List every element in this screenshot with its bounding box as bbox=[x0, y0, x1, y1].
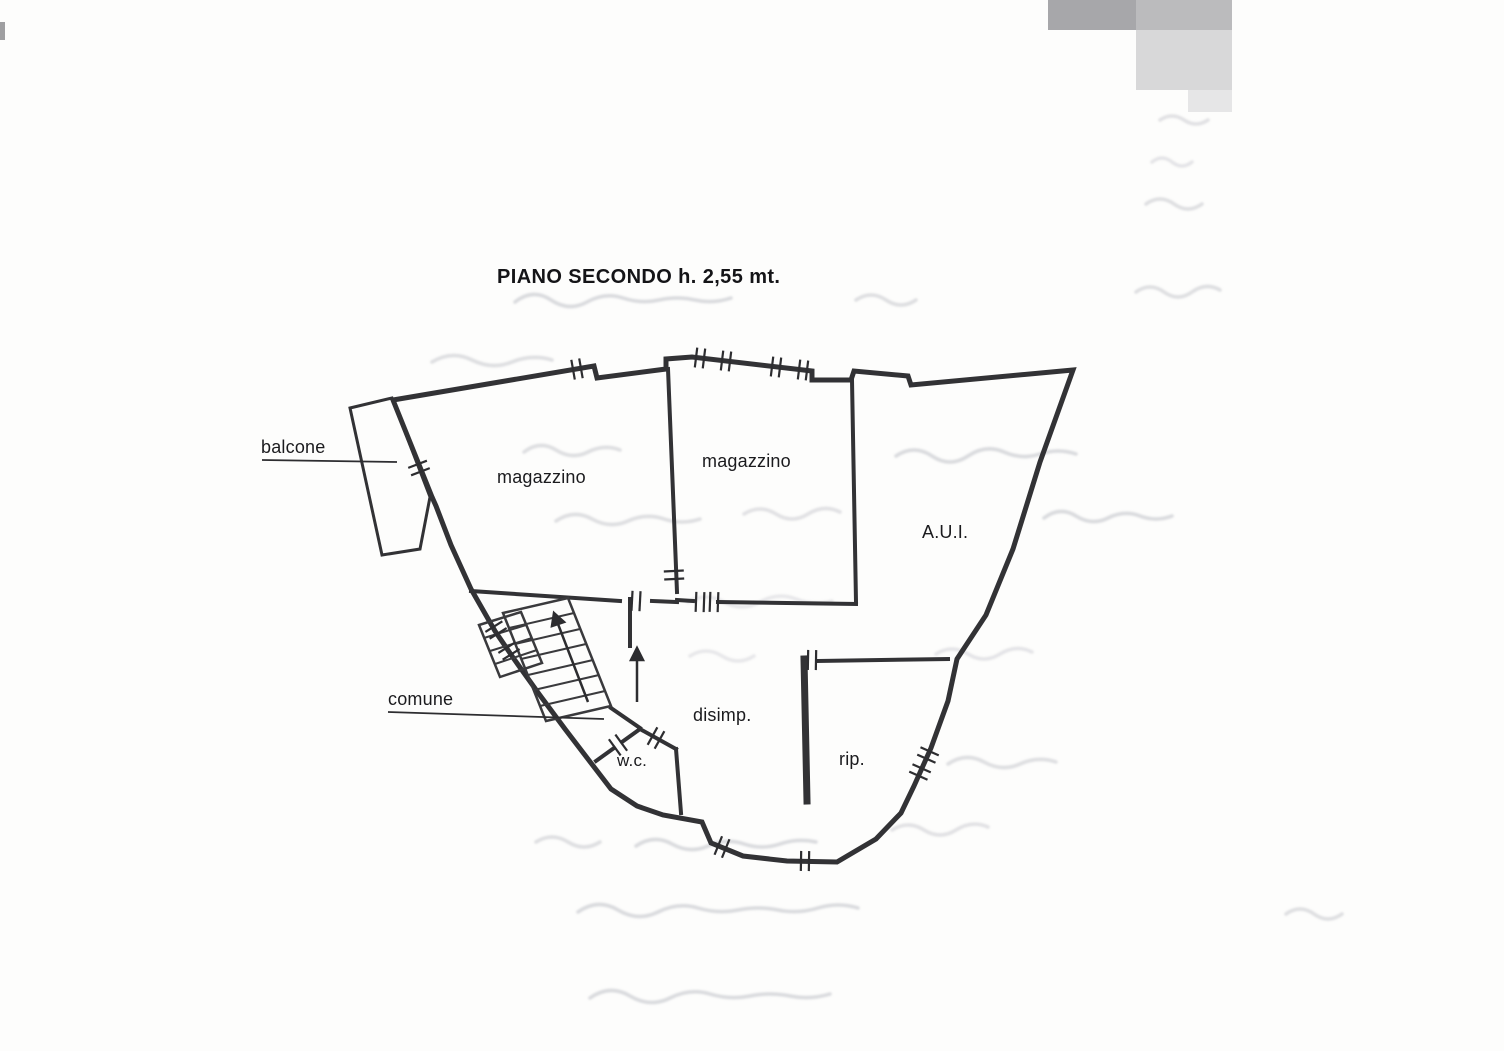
exterior-walls bbox=[348, 354, 1077, 865]
room-label-aui: A.U.I. bbox=[922, 522, 969, 542]
room-label-balcone: balcone bbox=[261, 437, 326, 457]
room-label-magazzino-left: magazzino bbox=[497, 467, 586, 487]
room-label-comune: comune bbox=[388, 689, 454, 709]
plan-title: PIANO SECONDO h. 2,55 mt. bbox=[497, 266, 781, 288]
stair-direction-arrows bbox=[550, 610, 646, 703]
opening-ticks bbox=[407, 346, 940, 873]
room-label-wc: w.c. bbox=[617, 751, 648, 770]
bleed-through-layer bbox=[430, 114, 1344, 1005]
leader-lines bbox=[261, 459, 605, 720]
staircase bbox=[477, 596, 613, 723]
room-label-magazzino-center: magazzino bbox=[702, 451, 791, 471]
scan-artifacts bbox=[0, 0, 1232, 112]
balcony-outline bbox=[348, 396, 432, 557]
room-label-disimp: disimp. bbox=[693, 705, 752, 725]
interior-walls bbox=[468, 366, 951, 816]
room-label-rip: rip. bbox=[839, 749, 865, 769]
